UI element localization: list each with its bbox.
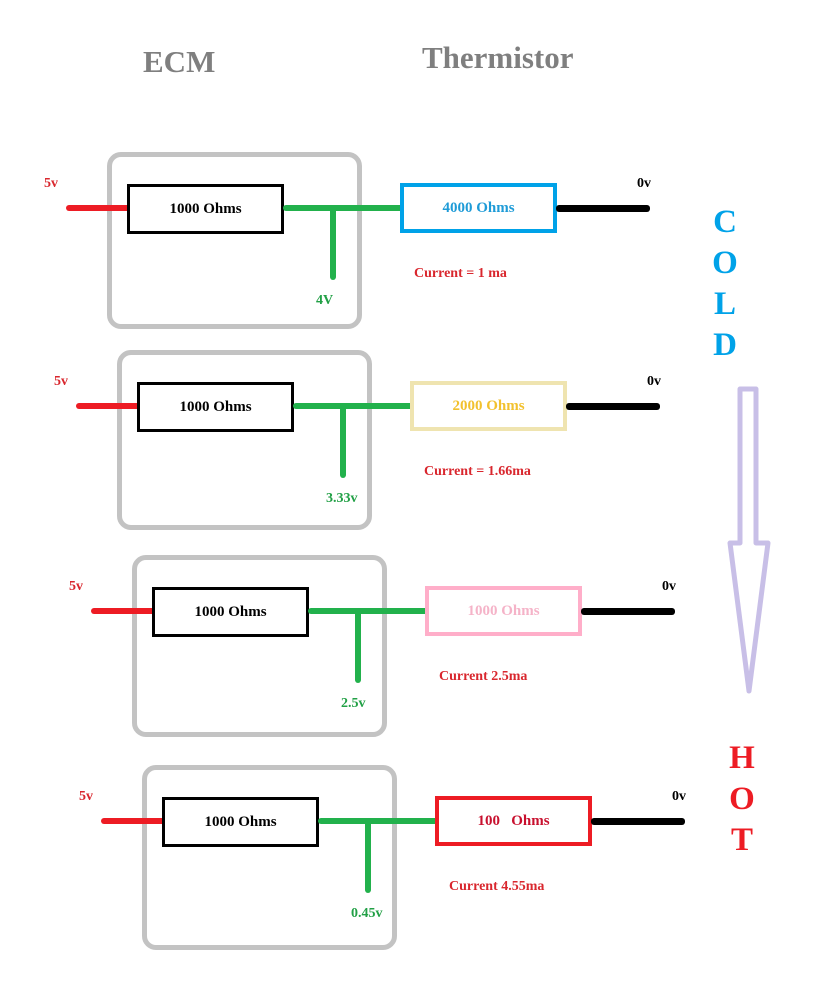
- ecm-resistor-label: 1000 Ohms: [169, 200, 242, 217]
- ground-wire: [591, 818, 685, 825]
- cold-letter: L: [713, 286, 736, 322]
- current-label: Current = 1.66ma: [424, 464, 531, 479]
- cold-to-hot-arrow-icon: [727, 386, 771, 694]
- signal-tap-wire: [330, 208, 336, 280]
- ground-voltage-label: 0v: [637, 176, 651, 191]
- ground-voltage-label: 0v: [647, 374, 661, 389]
- signal-tap-wire: [365, 821, 371, 893]
- ecm-frame: [142, 765, 397, 950]
- signal-voltage-label: 0.45v: [351, 906, 383, 921]
- signal-voltage-label: 3.33v: [326, 491, 358, 506]
- cold-letter: O: [712, 245, 738, 281]
- ecm-resistor-label: 1000 Ohms: [204, 813, 277, 830]
- thermistor-header: Thermistor: [422, 40, 574, 75]
- thermistor-resistor: 100 Ohms: [435, 796, 592, 846]
- ecm-resistor: 1000 Ohms: [127, 184, 284, 234]
- thermistor-resistor-label: 2000 Ohms: [452, 397, 525, 414]
- ground-wire: [556, 205, 650, 212]
- supply-voltage-label: 5v: [79, 789, 93, 804]
- ecm-resistor: 1000 Ohms: [162, 797, 319, 847]
- supply-voltage-label: 5v: [54, 374, 68, 389]
- hot-letter: T: [730, 822, 753, 858]
- ground-wire: [566, 403, 660, 410]
- cold-letter: C: [713, 204, 737, 240]
- ground-voltage-label: 0v: [672, 789, 686, 804]
- current-label: Current 2.5ma: [439, 669, 528, 684]
- ecm-resistor-label: 1000 Ohms: [179, 398, 252, 415]
- signal-voltage-label: 4V: [316, 293, 334, 308]
- supply-wire: [76, 403, 142, 409]
- thermistor-resistor: 4000 Ohms: [400, 183, 557, 233]
- ecm-resistor-label: 1000 Ohms: [194, 603, 267, 620]
- ecm-frame: [132, 555, 387, 737]
- signal-wire: [308, 608, 428, 614]
- thermistor-resistor: 2000 Ohms: [410, 381, 567, 431]
- cold-letter: D: [713, 327, 737, 363]
- ecm-resistor: 1000 Ohms: [152, 587, 309, 637]
- current-label: Current 4.55ma: [449, 879, 545, 894]
- signal-tap-wire: [355, 611, 361, 683]
- ground-voltage-label: 0v: [662, 579, 676, 594]
- signal-wire: [318, 818, 438, 824]
- signal-tap-wire: [340, 406, 346, 478]
- thermistor-resistor-label: 100 Ohms: [477, 812, 550, 829]
- signal-voltage-label: 2.5v: [341, 696, 366, 711]
- ecm-frame: [107, 152, 362, 329]
- supply-wire: [91, 608, 157, 614]
- supply-voltage-label: 5v: [69, 579, 83, 594]
- signal-wire: [293, 403, 413, 409]
- thermistor-resistor-label: 4000 Ohms: [442, 199, 515, 216]
- thermistor-resistor: 1000 Ohms: [425, 586, 582, 636]
- supply-wire: [101, 818, 167, 824]
- ecm-frame: [117, 350, 372, 530]
- current-label: Current = 1 ma: [414, 266, 507, 281]
- supply-wire: [66, 205, 132, 211]
- ecm-resistor: 1000 Ohms: [137, 382, 294, 432]
- signal-wire: [283, 205, 403, 211]
- hot-letter: O: [729, 781, 755, 817]
- supply-voltage-label: 5v: [44, 176, 58, 191]
- ground-wire: [581, 608, 675, 615]
- ecm-header: ECM: [143, 44, 216, 79]
- hot-letter: H: [729, 740, 755, 776]
- thermistor-resistor-label: 1000 Ohms: [467, 602, 540, 619]
